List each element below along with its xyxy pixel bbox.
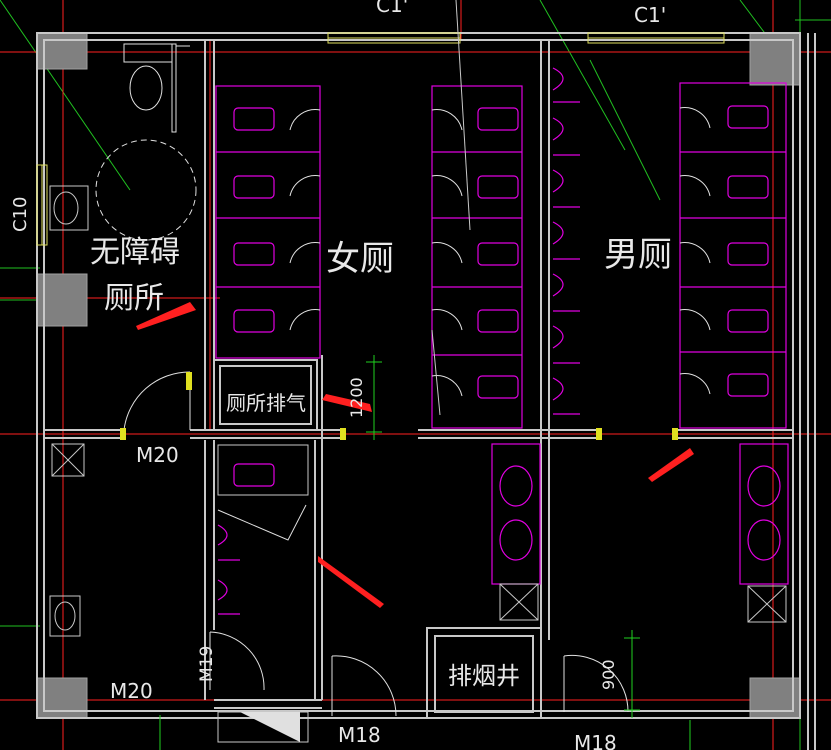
accessible-fixtures xyxy=(95,43,197,241)
arrow-exhaust-shaft xyxy=(322,394,372,412)
windows xyxy=(36,32,725,246)
sinks xyxy=(49,185,789,637)
label-accessible-2: 厕所 xyxy=(104,281,164,316)
label-dim-900: 900 xyxy=(599,659,618,690)
doors xyxy=(120,371,678,717)
arrow-corridor-wall xyxy=(318,556,384,608)
mens-stalls xyxy=(679,82,787,429)
arrow-accessible-wall xyxy=(136,302,196,330)
label-door-m20-a: M20 xyxy=(136,443,179,467)
label-window-c10: C10 xyxy=(10,197,31,232)
dimensions xyxy=(159,355,691,750)
label-exhaust: 厕所排气 xyxy=(226,391,306,415)
label-mens: 男厕 xyxy=(604,235,672,275)
room-labels: 无障碍 厕所 女厕 男厕 厕所排气 排烟井 M20 M20 M19 M18 M1… xyxy=(10,0,672,750)
label-accessible-1: 无障碍 xyxy=(90,235,180,270)
label-window-c1-right: C1' xyxy=(634,3,666,27)
label-womens: 女厕 xyxy=(326,239,394,279)
label-window-c1-left: C1' xyxy=(376,0,408,17)
columns xyxy=(36,32,801,719)
label-dim-1200: 1200 xyxy=(347,377,366,418)
label-door-m20-b: M20 xyxy=(110,679,153,703)
annotation-arrows xyxy=(136,302,694,608)
misc-lines xyxy=(431,0,471,416)
walls xyxy=(36,32,816,750)
label-door-m18-a: M18 xyxy=(338,723,381,747)
arrow-mens-door xyxy=(648,448,694,482)
label-smoke-shaft: 排烟井 xyxy=(448,662,520,690)
womens-stalls xyxy=(215,85,321,359)
label-door-m18-b: M18 xyxy=(574,731,617,750)
label-door-m19: M19 xyxy=(197,646,217,682)
urinals xyxy=(217,67,580,615)
middle-stalls xyxy=(431,85,523,429)
